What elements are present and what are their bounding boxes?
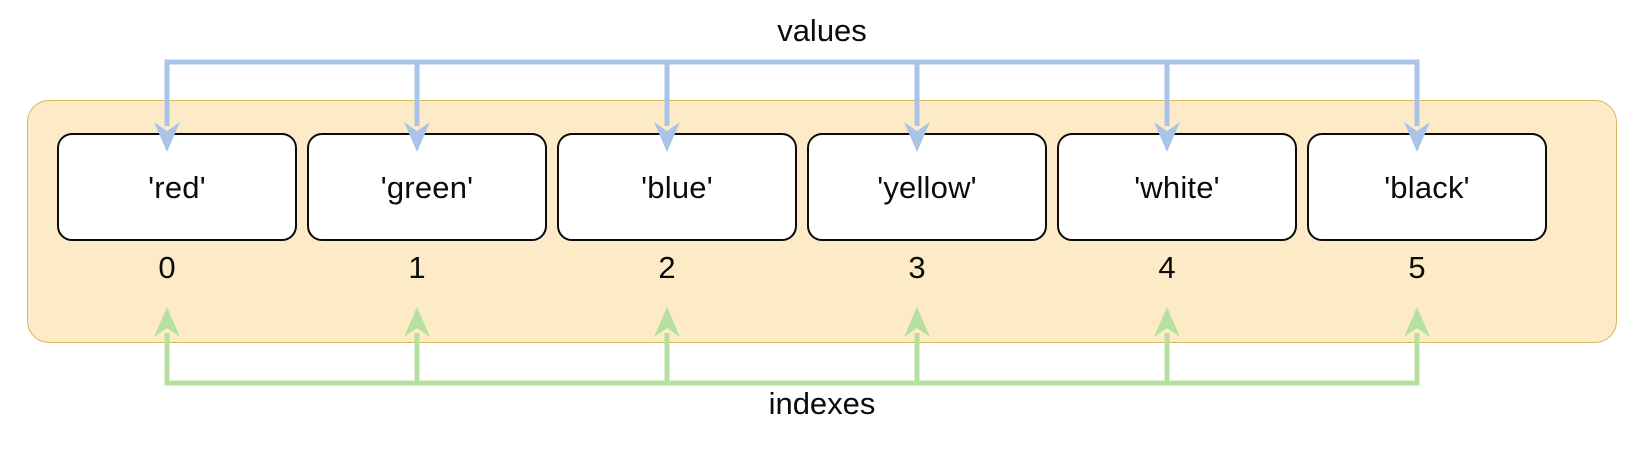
index-number: 0 bbox=[158, 250, 176, 285]
index-number: 2 bbox=[658, 250, 676, 285]
value-cell: 'blue' bbox=[557, 133, 797, 241]
value-cell-label: 'green' bbox=[380, 169, 474, 205]
value-cell-label: 'black' bbox=[1384, 169, 1470, 205]
index-number: 4 bbox=[1158, 250, 1176, 285]
value-cell: 'yellow' bbox=[807, 133, 1047, 241]
indexes-caption: indexes bbox=[768, 386, 876, 421]
values-caption: values bbox=[777, 13, 867, 48]
value-cell: 'black' bbox=[1307, 133, 1547, 241]
value-cell-label: 'blue' bbox=[641, 169, 713, 205]
value-cell-label: 'white' bbox=[1134, 169, 1220, 205]
index-number: 5 bbox=[1408, 250, 1426, 285]
value-cell-label: 'red' bbox=[148, 169, 206, 205]
value-cell: 'red' bbox=[57, 133, 297, 241]
index-number: 3 bbox=[908, 250, 926, 285]
value-cell: 'green' bbox=[307, 133, 547, 241]
value-cell-label: 'yellow' bbox=[877, 169, 977, 205]
value-cell: 'white' bbox=[1057, 133, 1297, 241]
index-number: 1 bbox=[408, 250, 426, 285]
